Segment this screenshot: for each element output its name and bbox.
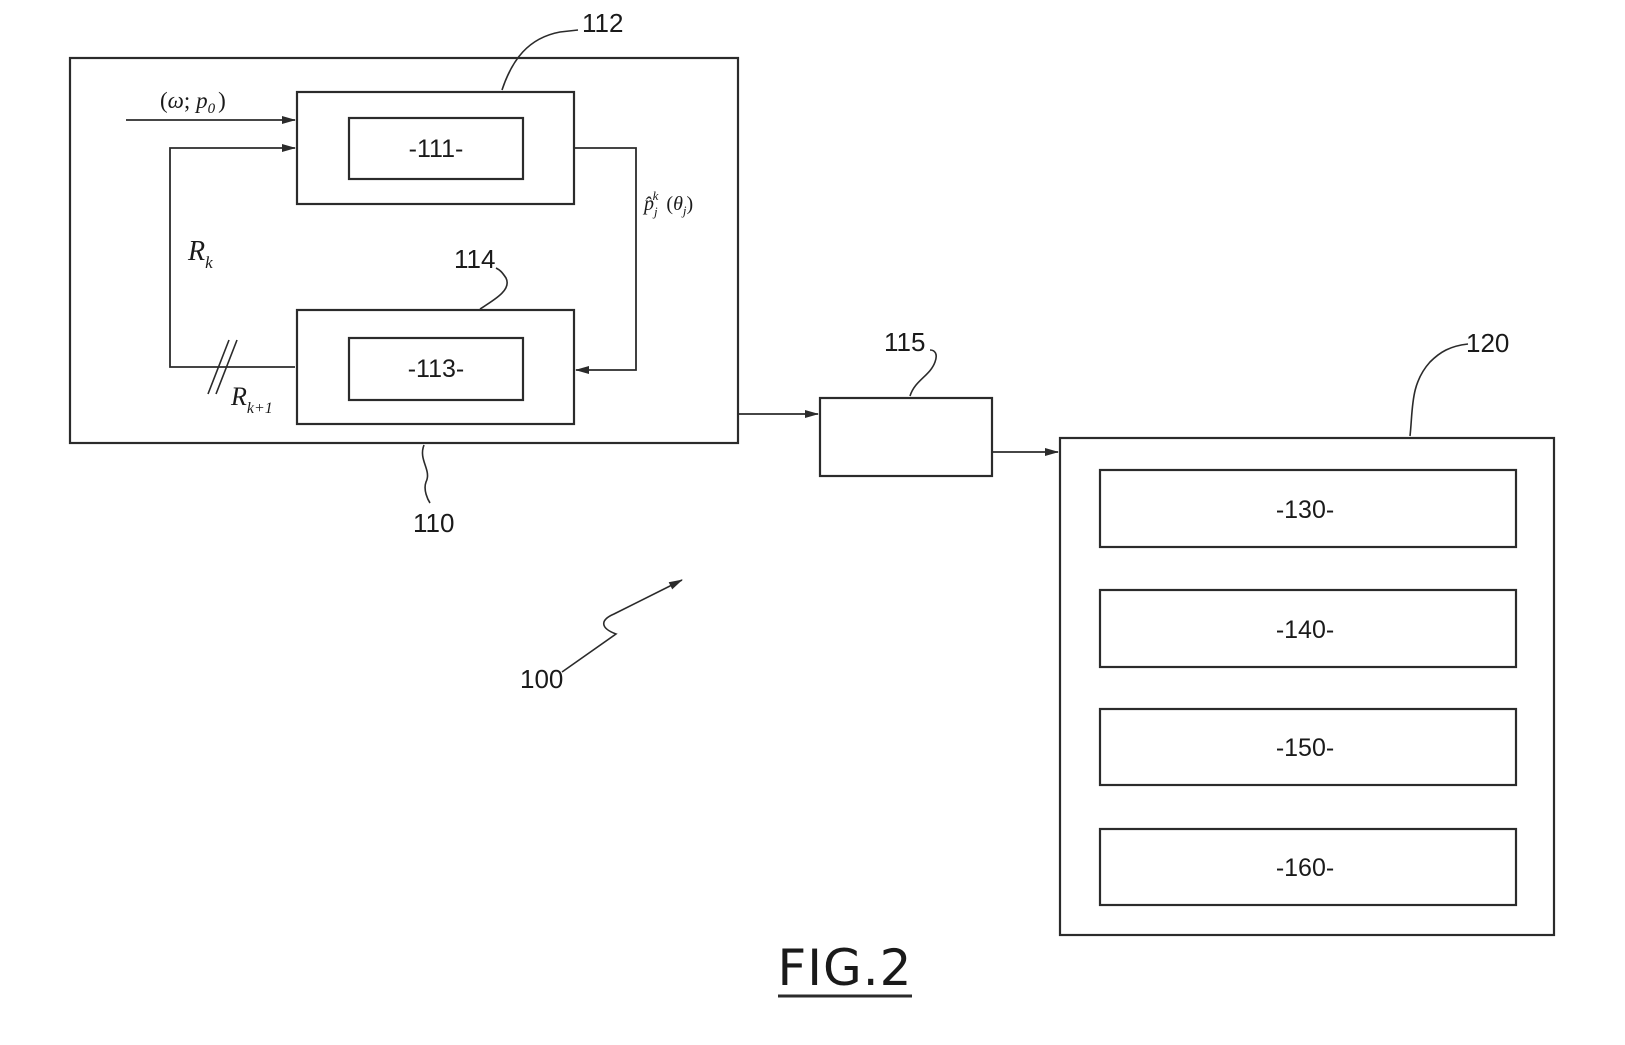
ref-115: 115 [884, 327, 925, 357]
block-111-label: -111- [409, 135, 464, 163]
ref-114: 114 [454, 244, 495, 274]
block-140-label: -140- [1276, 616, 1334, 644]
block-160-label: -160- [1276, 854, 1334, 882]
figure-title: FIG.2 [778, 939, 913, 997]
leader-120 [1410, 344, 1468, 436]
block-130-label: -130- [1276, 496, 1334, 524]
unit-115-box [820, 398, 992, 476]
ref-112: 112 [582, 8, 623, 38]
ref-100: 100 [520, 664, 563, 694]
leader-110 [422, 445, 430, 503]
leader-100 [562, 580, 682, 672]
ref-110: 110 [413, 508, 454, 538]
block-150-label: -150- [1276, 734, 1334, 762]
block-113-label: -113- [408, 355, 465, 383]
ref-120: 120 [1466, 328, 1509, 358]
